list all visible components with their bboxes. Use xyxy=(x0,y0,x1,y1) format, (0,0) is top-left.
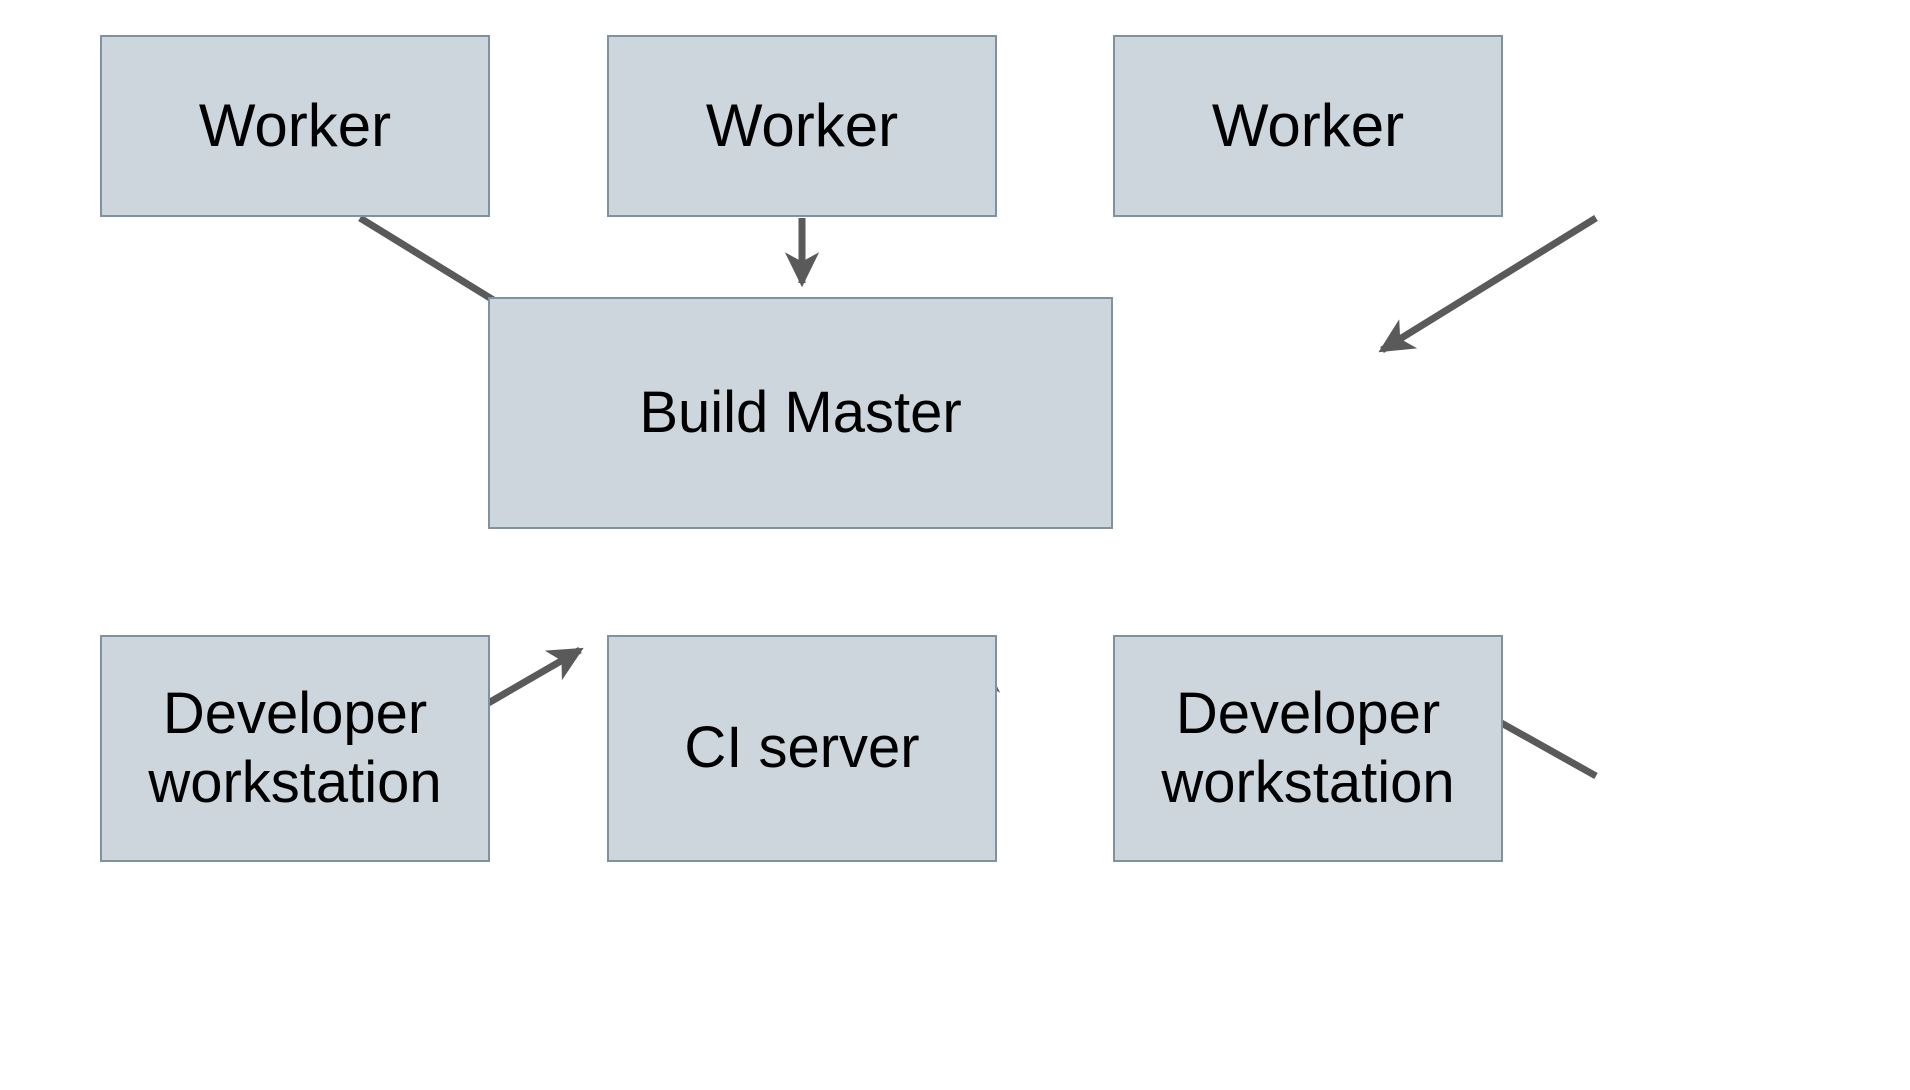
node-worker-1-label: Worker xyxy=(198,91,392,159)
node-developer-workstation-right-label: Developer workstation xyxy=(1161,681,1455,815)
node-developer-workstation-left[interactable]: Developer workstation xyxy=(100,635,490,862)
node-worker-3-label: Worker xyxy=(1211,91,1405,159)
edge-worker-3-to-master xyxy=(1378,215,1598,353)
node-developer-workstation-left-label: Developer workstation xyxy=(148,681,442,815)
node-build-master[interactable]: Build Master xyxy=(488,297,1113,529)
node-worker-1[interactable]: Worker xyxy=(100,35,490,217)
node-worker-2[interactable]: Worker xyxy=(607,35,997,217)
node-worker-3[interactable]: Worker xyxy=(1113,35,1503,217)
node-ci-server[interactable]: CI server xyxy=(607,635,997,862)
node-developer-workstation-right[interactable]: Developer workstation xyxy=(1113,635,1503,862)
node-ci-server-label: CI server xyxy=(684,715,920,781)
node-worker-2-label: Worker xyxy=(705,91,899,159)
node-build-master-label: Build Master xyxy=(639,379,962,445)
